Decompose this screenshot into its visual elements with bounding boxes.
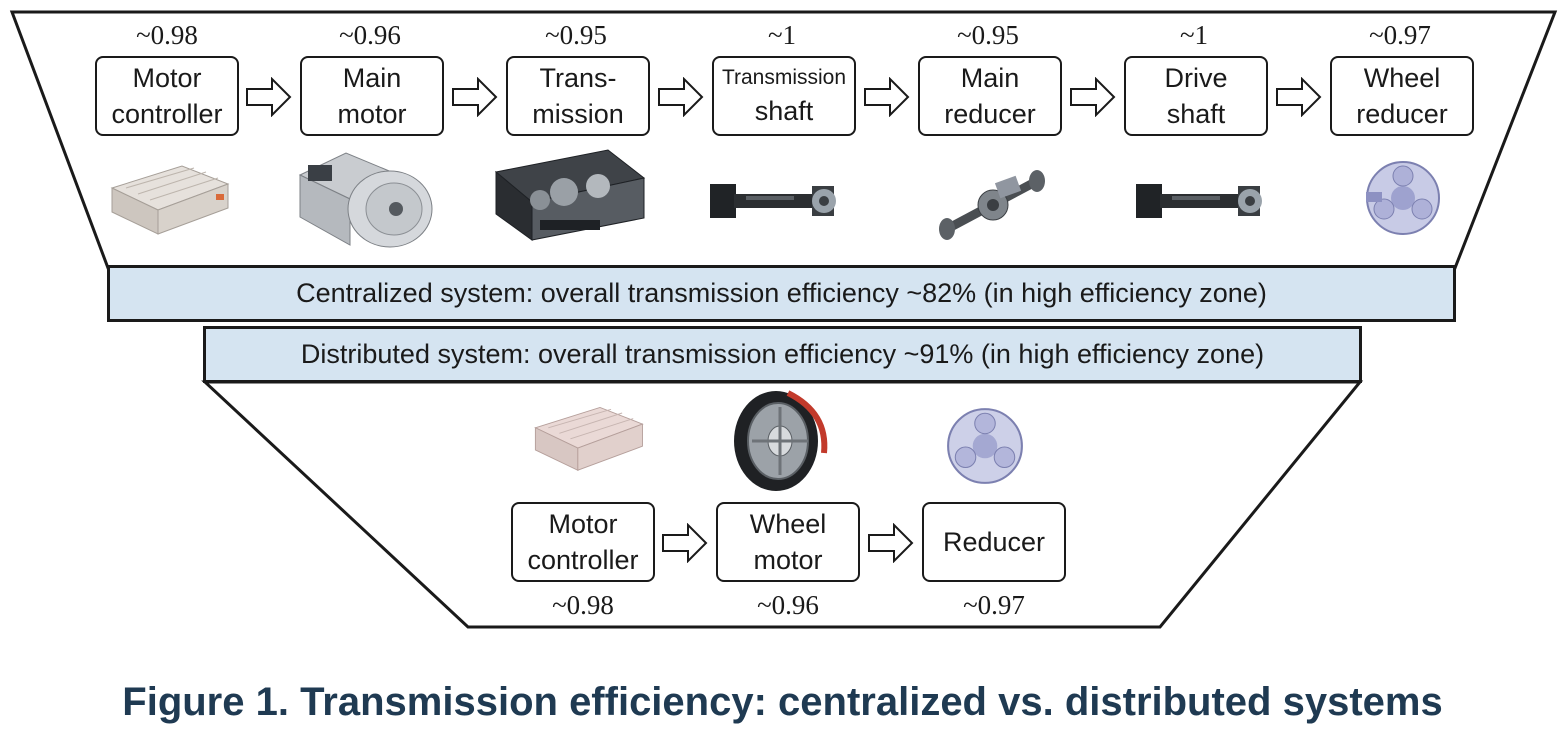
box-label: Wheel <box>749 509 827 539</box>
box-label: Main <box>960 63 1020 93</box>
box-label: Drive <box>1164 63 1228 93</box>
wheel-reducer-image <box>1366 161 1440 235</box>
drive-shaft-box: Drive shaft <box>1124 56 1268 136</box>
centralized-efficiency-5: ~0.95 <box>957 20 1019 50</box>
distributed-summary-text: Distributed system: overall transmission… <box>300 339 1265 369</box>
wheel-reducer-box: Wheel reducer <box>1330 56 1474 136</box>
centralized-funnel-outline <box>9 10 1558 270</box>
distributed-motor-controller-box: Motor controller <box>511 502 655 582</box>
right-arrow-icon <box>246 77 292 117</box>
transmission-shaft-box: Transmission shaft <box>712 56 856 136</box>
right-arrow-icon <box>864 77 910 117</box>
distributed-summary-banner: Distributed system: overall transmission… <box>203 326 1362 383</box>
box-label: shaft <box>1166 99 1226 129</box>
distributed-efficiency-3: ~0.97 <box>963 590 1025 620</box>
centralized-summary-banner: Centralized system: overall transmission… <box>107 265 1456 322</box>
box-label: shaft <box>754 96 814 126</box>
wheel-motor-box: Wheel motor <box>716 502 860 582</box>
distributed-efficiency-1: ~0.98 <box>552 590 614 620</box>
box-label: Transmission <box>721 66 847 89</box>
right-arrow-icon <box>868 523 914 563</box>
transmission-image <box>494 149 646 241</box>
figure-caption: Figure 1. Transmission efficiency: centr… <box>122 680 1443 724</box>
motor-controller-image <box>110 165 230 235</box>
box-label: Main <box>342 63 402 93</box>
box-label: motor <box>753 545 823 575</box>
centralized-efficiency-1: ~0.98 <box>136 20 198 50</box>
motor-controller-box: Motor controller <box>95 56 239 136</box>
wheel-motor-image <box>734 390 828 491</box>
motor-controller-image <box>534 406 644 471</box>
transmission-box: Trans- mission <box>506 56 650 136</box>
box-label: Motor <box>548 509 618 539</box>
box-label: Trans- <box>539 63 617 93</box>
main-motor-box: Main motor <box>300 56 444 136</box>
centralized-efficiency-7: ~0.97 <box>1369 20 1431 50</box>
transmission-shaft-image <box>710 184 836 218</box>
main-motor-image <box>298 152 433 248</box>
centralized-summary-text: Centralized system: overall transmission… <box>296 278 1267 308</box>
right-arrow-icon <box>1276 77 1322 117</box>
box-label: mission <box>532 99 624 129</box>
box-label: reducer <box>944 99 1036 129</box>
box-label: controller <box>111 99 223 129</box>
reducer-image <box>947 408 1023 484</box>
centralized-efficiency-6: ~1 <box>1179 20 1209 50</box>
box-label: Wheel <box>1363 63 1441 93</box>
box-label: Reducer <box>942 527 1046 557</box>
centralized-efficiency-4: ~1 <box>767 20 797 50</box>
box-label: reducer <box>1356 99 1448 129</box>
box-label: motor <box>337 99 407 129</box>
centralized-efficiency-3: ~0.95 <box>545 20 607 50</box>
main-reducer-box: Main reducer <box>918 56 1062 136</box>
right-arrow-icon <box>452 77 498 117</box>
box-label: controller <box>527 545 639 575</box>
drive-shaft-image <box>1136 184 1262 218</box>
right-arrow-icon <box>662 523 708 563</box>
reducer-box: Reducer <box>922 502 1066 582</box>
box-label: Motor <box>132 63 202 93</box>
distributed-efficiency-2: ~0.96 <box>757 590 819 620</box>
right-arrow-icon <box>658 77 704 117</box>
centralized-efficiency-2: ~0.96 <box>339 20 401 50</box>
right-arrow-icon <box>1070 77 1116 117</box>
main-reducer-image <box>939 170 1045 240</box>
